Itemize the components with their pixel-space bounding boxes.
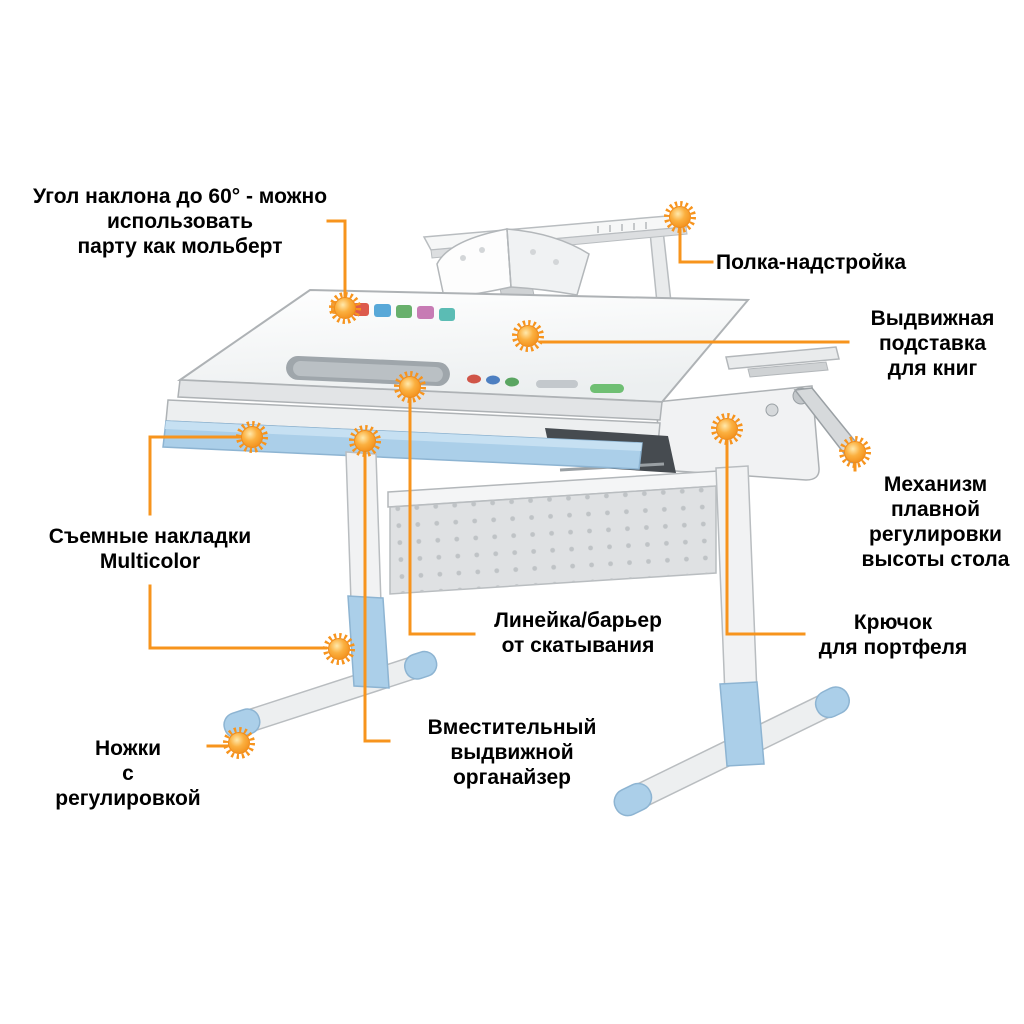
sunburst-marker-pads-leg-icon xyxy=(326,636,353,663)
callout-label-barrier: Линейка/барьер от скатывания xyxy=(494,609,662,657)
callout-label-tilt: Угол наклона до 60° - можно использовать… xyxy=(32,185,328,258)
callout-line-tilt xyxy=(326,219,347,302)
callout-label-feet: Ножки с регулировкой xyxy=(55,737,201,810)
callout-lines xyxy=(148,219,857,748)
side-tray xyxy=(725,346,840,378)
callout-label-height-mechanism: Механизм плавной регулировки высоты стол… xyxy=(861,473,1010,571)
callout-label-organizer: Вместительный выдвижной органайзер xyxy=(427,716,597,789)
book-stand xyxy=(436,228,590,310)
left-leg xyxy=(345,451,390,689)
callout-line-hook xyxy=(725,439,806,636)
desk-top xyxy=(176,288,751,421)
callout-line-pads xyxy=(148,435,328,650)
callout-label-book-stand: Выдвижная подставка для книг xyxy=(870,307,995,380)
callout-line-organizer xyxy=(363,451,391,743)
right-leg xyxy=(715,465,765,767)
callout-line-barrier xyxy=(408,397,476,636)
back-panel xyxy=(387,470,719,595)
callout-line-shelf xyxy=(678,225,714,264)
callout-label-pads: Съемные накладки Multicolor xyxy=(48,525,252,573)
callout-label-shelf: Полка-надстройка xyxy=(716,251,907,274)
callout-label-hook: Крючок для портфеля xyxy=(818,611,968,659)
desktop-logos xyxy=(467,374,624,393)
